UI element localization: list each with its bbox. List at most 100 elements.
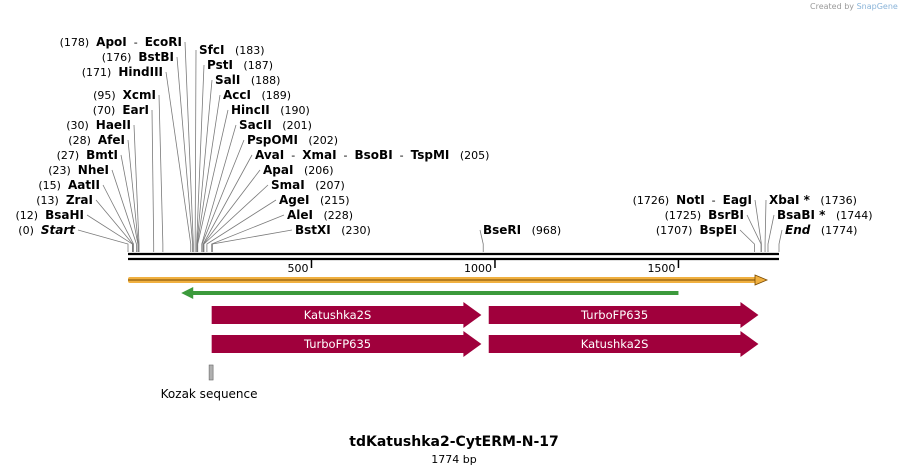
site-position: (95) — [93, 89, 123, 102]
feature-label: Katushka2S — [304, 308, 372, 322]
restriction-site-label: (176) BstBI — [102, 50, 174, 64]
restriction-site-label: (15) AatII — [38, 178, 100, 192]
site-position: (188) — [240, 74, 280, 87]
site-position: (215) — [309, 194, 349, 207]
green-track-arrowhead — [181, 287, 194, 299]
site-enzyme-name: HincII — [231, 103, 270, 117]
site-position: (187) — [233, 59, 273, 72]
restriction-site-label: PspOMI (202) — [247, 133, 338, 147]
feature-arrow — [488, 302, 759, 328]
site-position: (30) — [66, 119, 96, 132]
site-enzyme-name: SalI — [215, 73, 240, 87]
site-separator: - — [393, 149, 411, 162]
site-position: (968) — [521, 224, 561, 237]
restriction-site-label: BstXI (230) — [295, 223, 371, 237]
site-position: (1744) — [825, 209, 872, 222]
site-enzyme-name: PstI — [207, 58, 233, 72]
site-enzyme-name: BsrBI — [708, 208, 744, 222]
site-leader-line — [754, 199, 762, 252]
site-leader-line — [77, 229, 129, 252]
site-enzyme-name: SacII — [239, 118, 272, 132]
site-position: (1736) — [810, 194, 857, 207]
site-enzyme-name: AfeI — [98, 133, 125, 147]
site-enzyme-name: AatII — [68, 178, 100, 192]
snapgene-credit: Created by SnapGene — [810, 2, 898, 11]
site-enzyme-name: HaeII — [96, 118, 131, 132]
site-enzyme-name: BsoBI — [355, 148, 393, 162]
site-position: (228) — [313, 209, 353, 222]
site-enzyme-name: PspOMI — [247, 133, 298, 147]
site-enzyme-name: NheI — [78, 163, 109, 177]
site-leader-line — [746, 214, 762, 252]
site-leader-line — [194, 49, 197, 252]
restriction-site-label: SalI (188) — [215, 73, 280, 87]
site-leader-line — [778, 229, 783, 252]
feature-label: TurboFP635 — [303, 337, 371, 351]
restriction-site-label: BsaBI * (1744) — [777, 208, 873, 222]
credit-prefix: Created by — [810, 2, 855, 11]
snapgene-brand: SnapGene — [856, 2, 898, 11]
feature-arrow — [488, 331, 759, 357]
site-enzyme-name: EarI — [122, 103, 149, 117]
restriction-site-label: AccI (189) — [223, 88, 291, 102]
restriction-site-label: AgeI (215) — [279, 193, 350, 207]
site-separator: - — [284, 149, 302, 162]
site-leader-line — [111, 169, 137, 252]
site-leader-line — [151, 109, 155, 252]
site-position: (190) — [270, 104, 310, 117]
site-enzyme-name: Start — [41, 223, 76, 237]
site-leader-line — [184, 41, 194, 252]
site-enzyme-name: BseRI — [483, 223, 521, 237]
site-enzyme-name: AvaI — [255, 148, 284, 162]
site-leader-line — [197, 109, 229, 252]
site-leader-line — [102, 184, 134, 252]
site-position: (1726) — [633, 194, 677, 207]
site-position: (70) — [93, 104, 123, 117]
site-enzyme-name: EcoRI — [145, 35, 182, 49]
site-leader-line — [212, 229, 293, 252]
restriction-site-label: (178) ApoI - EcoRI — [60, 35, 182, 49]
restriction-site-label: (95) XcmI — [93, 88, 156, 102]
site-enzyme-name: ApoI — [96, 35, 127, 49]
site-separator: - — [337, 149, 355, 162]
site-enzyme-name: BstBI — [138, 50, 174, 64]
restriction-site-label: (13) ZraI — [36, 193, 93, 207]
site-position: (1707) — [656, 224, 700, 237]
site-leader-line — [120, 154, 139, 252]
site-position: (201) — [272, 119, 312, 132]
site-enzyme-name: BsaHI — [45, 208, 84, 222]
site-leader-line — [203, 184, 269, 252]
restriction-site-label: AleI (228) — [287, 208, 353, 222]
site-position: (13) — [36, 194, 66, 207]
site-position: (202) — [298, 134, 338, 147]
ruler-tick-label: 1000 — [464, 262, 492, 275]
kozak-label: Kozak sequence — [161, 387, 258, 401]
restriction-site-label: (1707) BspEI — [656, 223, 737, 237]
site-enzyme-name: HindIII — [118, 65, 163, 79]
ruler-tick-label: 1500 — [647, 262, 675, 275]
feature-label: TurboFP635 — [580, 308, 648, 322]
site-enzyme-name: AgeI — [279, 193, 309, 207]
restriction-site-label: (28) AfeI — [68, 133, 125, 147]
restriction-site-label: (1725) BsrBI — [665, 208, 744, 222]
site-enzyme-name: XmaI — [302, 148, 336, 162]
site-leader-line — [133, 124, 140, 252]
site-position: (171) — [82, 66, 119, 79]
site-position: (178) — [60, 36, 97, 49]
site-enzyme-name: AccI — [223, 88, 251, 102]
site-position: (28) — [68, 134, 98, 147]
restriction-site-label: HincII (190) — [231, 103, 310, 117]
restriction-site-label: ApaI (206) — [263, 163, 334, 177]
site-enzyme-name: SmaI — [271, 178, 305, 192]
site-enzyme-name: AleI — [287, 208, 313, 222]
restriction-site-label: PstI (187) — [207, 58, 273, 72]
feature-arrow — [211, 331, 482, 357]
orange-track-arrowhead — [754, 274, 769, 286]
site-separator: - — [127, 36, 145, 49]
restriction-site-label: SmaI (207) — [271, 178, 345, 192]
site-enzyme-name: NotI — [676, 193, 705, 207]
site-enzyme-name: TspMI — [411, 148, 450, 162]
site-leader-line — [86, 214, 133, 252]
site-leader-line — [479, 229, 484, 252]
site-leader-line — [739, 229, 755, 252]
